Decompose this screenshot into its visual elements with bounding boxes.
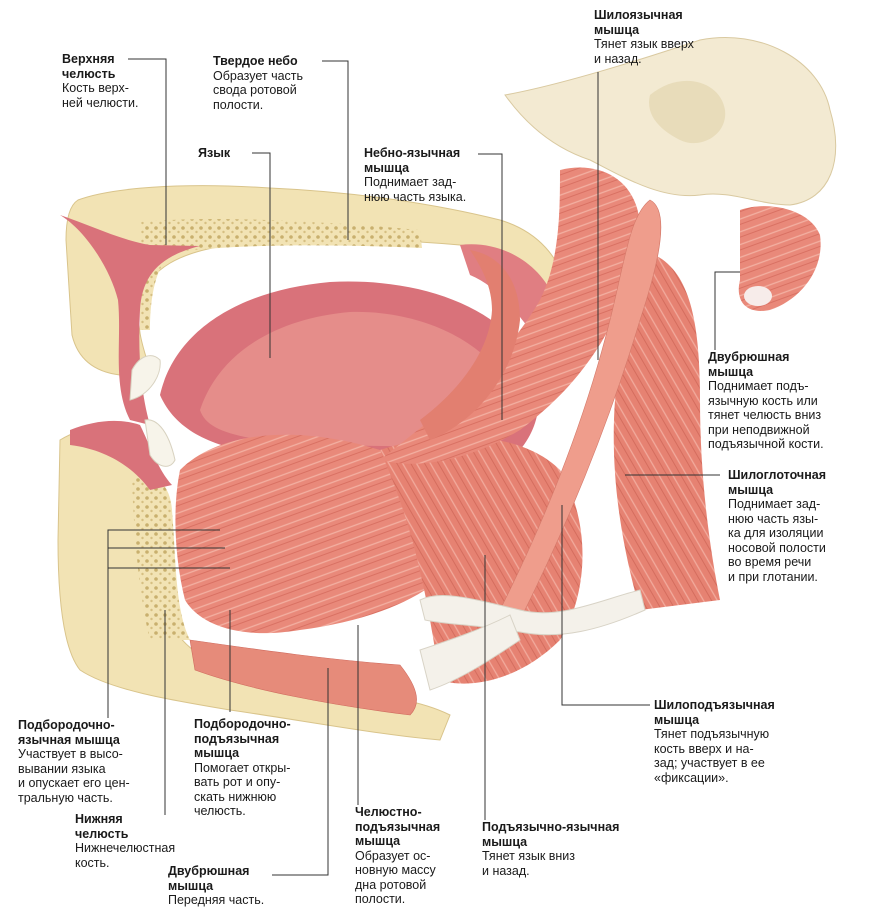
digastric-post-desc: Поднимает подъ- язычную кость или тянет … [708,379,824,451]
stylopharyngeus-desc: Поднимает зад- нюю часть язы- ка для изо… [728,497,826,584]
label-hard-palate: Твердое небо Образует часть свода ротово… [213,54,303,112]
leader-lines [107,58,740,876]
label-mandible: Нижняя челюсть Нижнечелюстная кость. [75,812,175,870]
label-hyoglossus: Подъязычно-язычная мышца Тянет язык вниз… [482,820,619,878]
hard-palate-title: Твердое небо [213,54,298,68]
label-geniohyoid: Подбородочно- подъязычная мышца Помогает… [194,717,291,819]
leader-digastric-post [714,271,740,350]
label-palatoglossus: Небно-язычная мышца Поднимает зад- нюю ч… [364,146,466,204]
mandible-desc: Нижнечелюстная кость. [75,841,176,870]
upper-incisor [129,355,161,401]
mylohyoid-desc: Образует ос- новную массу дна ротовой по… [355,848,436,907]
leader-tongue [252,152,271,358]
lower-lip [70,420,172,490]
leader-digastric-ant [272,668,329,876]
upper-jaw-desc: Кость верх- ней челюсти. [62,81,139,110]
label-stylopharyngeus: Шилоглоточная мышца Поднимает зад- нюю ч… [728,468,826,584]
stylohyoid-title: Шилоподъязычная мышца [654,698,775,727]
digastric-ant-desc: Передняя часть. [168,893,265,907]
label-upper-jaw: Верхняя челюсть Кость верх- ней челюсти. [62,52,138,110]
leader-stylohyoid [561,505,650,706]
mylohyoid-muscle [189,639,417,716]
palatoglossus-muscle [420,250,520,440]
stylopharyngeus-muscle [613,250,720,610]
label-tongue: Язык [198,146,230,161]
leader-hard-palate [322,60,349,240]
tongue-title: Язык [198,146,231,160]
label-genioglossus: Подбородочно- язычная мышца Участвует в … [18,718,130,805]
upper-jaw-title: Верхняя челюсть [62,52,116,81]
leader-upper-jaw [128,58,167,245]
styloglossus-muscle [380,167,640,464]
hyoglossus-title: Подъязычно-язычная мышца [482,820,620,849]
geniohyoid-title: Подбородочно- подъязычная мышца [194,717,291,760]
lower-incisor [144,419,176,467]
mandible-title: Нижняя челюсть [75,812,129,841]
label-stylohyoid: Шилоподъязычная мышца Тянет подъязычную … [654,698,775,785]
digastric-ant-title: Двубрюшная мышца [168,864,250,893]
hyoglossus-desc: Тянет язык вниз и назад. [482,849,576,878]
label-mylohyoid: Челюстно- подъязычная мышца Образует ос-… [355,805,440,907]
geniohyoid-desc: Помогает откры- вать рот и опу- скать ни… [194,760,291,819]
digastric-posterior-belly [738,206,821,311]
styloglossus-desc: Тянет язык вверх и назад. [594,37,694,66]
stylopharyngeus-title: Шилоглоточная мышца [728,468,826,497]
genioglossus-title: Подбородочно- язычная мышца [18,718,120,747]
label-styloglossus: Шилоязычная мышца Тянет язык вверх и наз… [594,8,694,66]
upper-lip [60,215,200,425]
styloglossus-title: Шилоязычная мышца [594,8,683,37]
label-digastric-posterior: Двубрюшная мышца Поднимает подъ- язычную… [708,350,824,452]
leader-palatoglossus [478,153,503,420]
hyoid-bone [419,614,521,691]
mylohyoid-title: Челюстно- подъязычная мышца [355,805,441,848]
palatoglossus-title: Небно-язычная мышца [364,146,461,175]
leader-genioglossus [107,529,220,718]
digastric-post-title: Двубрюшная мышца [708,350,790,379]
palatoglossus-desc: Поднимает зад- нюю часть языка. [364,175,467,204]
genioglossus-desc: Участвует в высо- вывании языка и опуска… [18,747,130,805]
hard-palate-desc: Образует часть свода ротовой полости. [213,68,304,112]
stylohyoid-desc: Тянет подъязычную кость вверх и на- зад;… [654,727,770,785]
label-digastric-anterior: Двубрюшная мышца Передняя часть. [168,864,264,908]
